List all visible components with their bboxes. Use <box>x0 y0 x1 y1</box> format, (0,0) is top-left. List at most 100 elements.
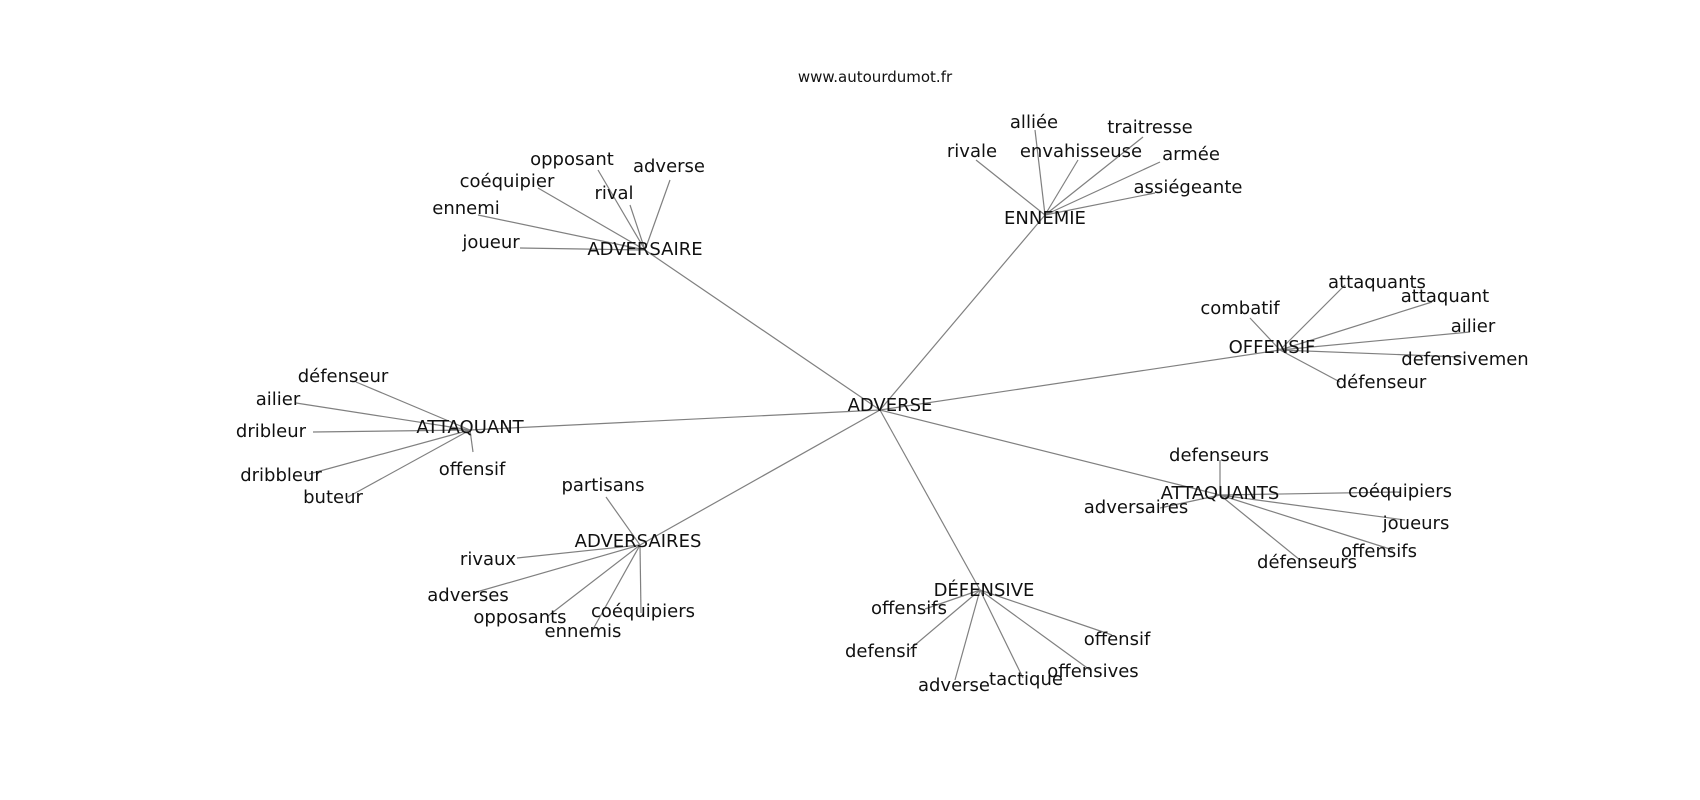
edge-hub-to-word <box>516 544 641 559</box>
word-label: opposants <box>473 607 566 628</box>
word-label: ailier <box>256 389 301 410</box>
word-label: coéquipiers <box>1348 481 1452 502</box>
edge-hub-to-word <box>308 429 471 475</box>
edge-hub-to-word <box>355 381 471 431</box>
word-label: traitresse <box>1107 117 1192 138</box>
site-watermark: www.autourdumot.fr <box>798 68 953 86</box>
hub-label: ATTAQUANT <box>416 417 524 438</box>
word-label: offensifs <box>1341 541 1417 562</box>
word-label: combatif <box>1200 298 1280 319</box>
word-label: armée <box>1162 144 1220 165</box>
edge-center-to-hub <box>879 349 1281 411</box>
edge-hub-to-word <box>975 159 1046 216</box>
word-label: défenseurs <box>1257 552 1357 573</box>
word-label: offensif <box>439 459 506 480</box>
edge-hub-to-word <box>1044 161 1161 216</box>
word-label: attaquants <box>1328 272 1426 293</box>
word-label: ennemis <box>545 621 622 642</box>
edge-hub-to-word <box>312 429 471 433</box>
edge-hub-to-word <box>605 496 641 546</box>
hub-label: ATTAQUANTS <box>1161 483 1280 504</box>
word-label: offensives <box>1047 661 1138 682</box>
edge-hub-to-word <box>295 402 471 431</box>
edge-hub-to-word <box>347 429 471 498</box>
word-label: buteur <box>303 487 363 508</box>
word-label: dribleur <box>236 421 307 442</box>
edge-hub-to-word <box>477 214 646 251</box>
edge-hub-to-word <box>537 187 646 251</box>
edge-hub-to-word <box>1219 494 1406 521</box>
word-label: défenseur <box>1336 372 1427 393</box>
word-label: opposant <box>530 149 614 170</box>
edge-hub-to-word <box>954 589 981 681</box>
word-label: attaquant <box>1401 286 1490 307</box>
word-label: défenseur <box>298 366 389 387</box>
edge-hub-to-word <box>1159 494 1221 509</box>
word-label: joueur <box>461 232 520 253</box>
edge-hub-to-word <box>629 204 646 251</box>
edge-center-to-hub <box>639 409 881 546</box>
edge-hub-to-word <box>597 169 646 251</box>
word-label: coéquipiers <box>591 601 695 622</box>
edge-hub-to-word <box>1279 349 1463 358</box>
edge-hub-to-word <box>1219 491 1401 496</box>
graph-edges <box>295 129 1471 681</box>
hub-label: ADVERSAIRE <box>587 239 702 260</box>
edge-hub-to-word <box>1279 349 1341 383</box>
edge-hub-to-word <box>979 589 1113 636</box>
edge-hub-to-word <box>547 544 641 617</box>
edge-hub-to-word <box>1279 301 1433 351</box>
hub-label: OFFENSIF <box>1229 337 1316 358</box>
word-label: ennemi <box>432 198 500 219</box>
edge-hub-to-word <box>1044 136 1144 216</box>
word-label: rivaux <box>460 549 516 570</box>
edge-center-to-hub <box>469 409 881 431</box>
word-label: adverse <box>918 675 990 696</box>
word-label: defenseurs <box>1169 445 1269 466</box>
edge-hub-to-word <box>1219 494 1394 551</box>
edge-center-to-hub <box>879 214 1046 411</box>
hub-label: ENNEMIE <box>1004 208 1086 229</box>
word-label: envahisseuse <box>1020 141 1142 162</box>
edge-hub-to-word <box>639 544 642 614</box>
edge-hub-to-word <box>519 247 646 251</box>
edge-hub-to-word <box>1044 159 1079 216</box>
edge-hub-to-word <box>1034 129 1046 216</box>
word-label: ailier <box>1451 316 1496 337</box>
edge-center-to-hub <box>879 409 981 591</box>
word-label: coéquipier <box>460 171 555 192</box>
word-label: alliée <box>1010 112 1058 133</box>
word-label: rivale <box>947 141 997 162</box>
word-label: adverses <box>427 585 508 606</box>
word-label: joueurs <box>1382 513 1450 534</box>
edge-hub-to-word <box>644 179 671 251</box>
word-label: partisans <box>561 475 644 496</box>
edge-center-to-hub <box>879 409 1221 496</box>
edge-hub-to-word <box>1044 192 1156 216</box>
hub-label: ADVERSAIRES <box>575 531 702 552</box>
word-label: dribbleur <box>240 465 322 486</box>
edge-hub-to-word <box>979 589 1091 671</box>
edge-hub-to-word <box>472 544 641 594</box>
edge-hub-to-word <box>1279 331 1471 351</box>
graph-labels: opposant adverse coéquipier rival ennemi joue… <box>236 112 1529 696</box>
center-label: ADVERSE <box>848 395 933 416</box>
edge-hub-to-word <box>1279 284 1346 351</box>
word-label: offensifs <box>871 598 947 619</box>
edge-hub-to-word <box>979 589 1024 679</box>
edge-hub-to-word <box>591 544 641 632</box>
word-label: tactique <box>989 669 1063 690</box>
edge-center-to-hub <box>644 249 881 411</box>
word-label: adversaires <box>1084 497 1188 518</box>
word-label: defensivemen <box>1401 349 1528 370</box>
word-label: rival <box>594 183 633 204</box>
word-label: assiégeante <box>1134 177 1243 198</box>
edge-hub-to-word <box>1219 494 1301 561</box>
hub-label: DÉFENSIVE <box>934 579 1035 601</box>
word-label: adverse <box>633 156 705 177</box>
edge-hub-to-word <box>924 589 981 610</box>
word-label: defensif <box>845 641 918 662</box>
word-label: offensif <box>1084 629 1151 650</box>
edge-hub-to-word <box>469 429 474 453</box>
